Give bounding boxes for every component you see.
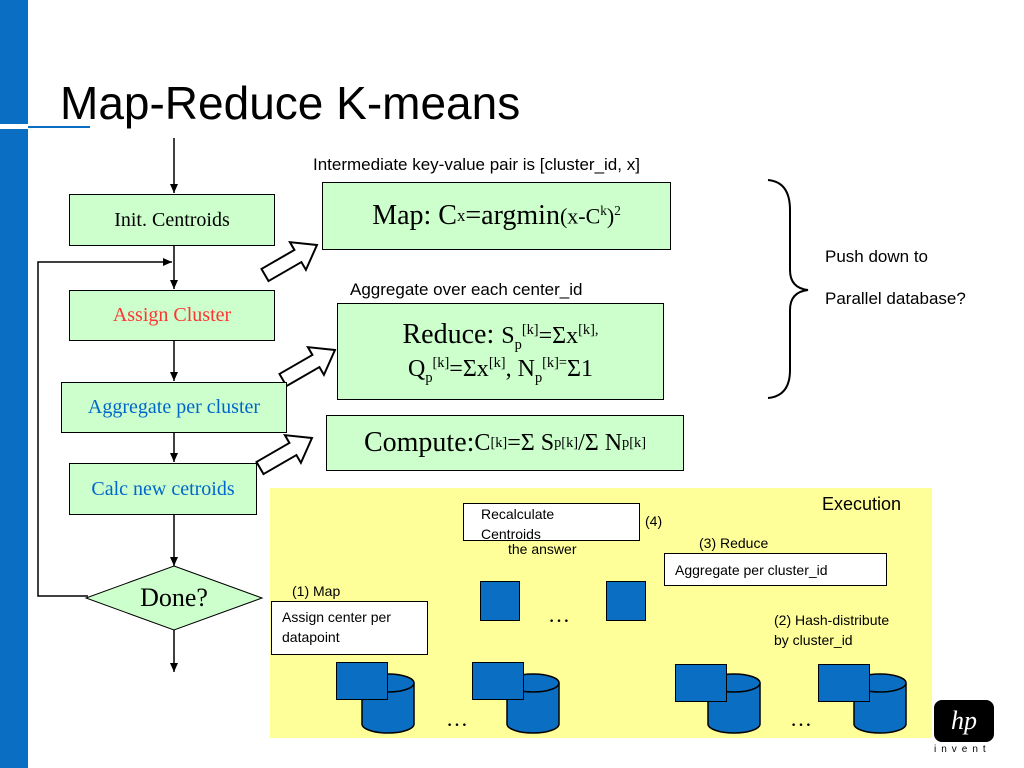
push-down-line1: Push down to [825,247,929,266]
mapper-node [472,662,524,700]
step1-label: (1) Map [292,583,341,599]
map-sq: 2 [614,202,621,218]
reduce-s: S [501,322,515,349]
reducer-node [480,581,520,621]
assign-cluster-box: Assign Cluster [69,290,275,341]
recalc-line1: Recalculate [481,506,555,522]
slide-title: Map-Reduce K-means [60,77,521,129]
init-centroids-box: Init. Centroids [69,194,275,246]
reducer-node [606,581,646,621]
map-mid: =argmin [465,200,560,231]
map-sub: x [456,206,466,225]
map-note: Intermediate key-value pair is [cluster_… [313,155,640,174]
map-step-box: Assign center per datapoint [271,601,428,655]
reduce-step-box: Aggregate per cluster_id [664,553,887,586]
reduce-q: Q [407,355,426,382]
hollow-arrow-map [260,240,319,283]
step2-line1: (2) Hash-distribute [774,612,890,628]
recalc-line2: Centroids [481,526,541,542]
map-step-line1: Assign center per [282,609,391,625]
reduce-step-text: Aggregate per cluster_id [675,562,828,578]
done-label: Done? [140,583,208,612]
reduce-note: Aggregate over each center_id [350,280,583,299]
recalculate-centroids-box [463,503,640,541]
hp-logo: hp [934,700,994,742]
map-close: ) [606,203,615,229]
aggregate-per-cluster-box: Aggregate per cluster [61,382,287,433]
left-accent-bar [0,0,28,768]
disk-ellipsis-right: … [790,706,812,731]
loop-back-arrow [37,258,172,597]
disk-ellipsis-left: … [446,706,468,731]
step3-label: (3) Reduce [699,535,769,551]
map-sup: k [600,202,607,218]
mapper-node [675,664,727,702]
map-step-line2: datapoint [282,629,340,645]
hp-tagline: invent [934,744,991,755]
hp-logo-mark: hp [951,706,977,735]
hollow-arrow-reduce [278,345,337,388]
execution-title: Execution [822,494,902,514]
mapper-node [818,664,870,702]
curly-brace [767,179,809,399]
reducer-ellipsis: … [548,602,570,627]
map-small: (x-C [559,203,601,229]
step2-line2: by cluster_id [774,632,853,648]
reduce-label: Reduce: [402,318,502,350]
reduce-formula-box: Reduce: Sp[k]=Σx[k], Qp[k]=Σx[k], Np[k]=… [337,303,664,400]
map-prefix: Map: C [372,200,457,231]
calc-new-centroids-box: Calc new cetroids [69,463,257,515]
mapper-node [336,662,388,700]
hollow-arrow-compute [255,433,314,476]
compute-label: Compute: [363,427,475,458]
push-down-line2: Parallel database? [825,289,966,308]
step4-label: (4) [645,513,663,529]
title-rule [28,126,90,128]
answer-label: the answer [508,541,577,557]
